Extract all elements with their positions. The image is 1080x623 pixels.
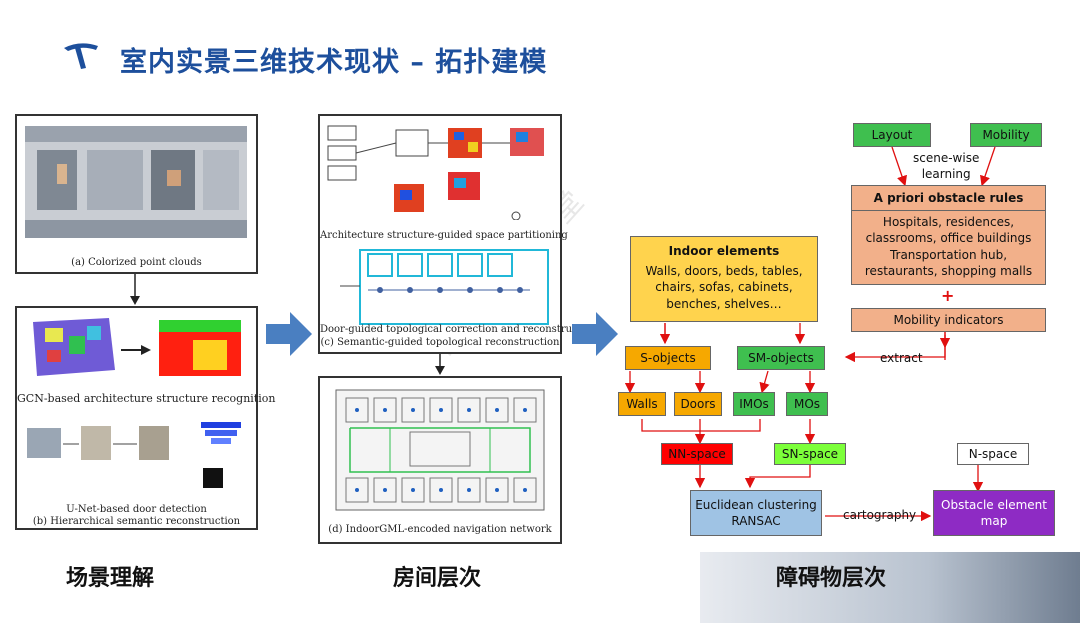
scene-wise-label: scene-wise learning <box>913 151 980 182</box>
apriori-rules-box: A priori obstacle rules Hospitals, resid… <box>851 185 1046 285</box>
s-objects-box: S-objects <box>625 346 711 370</box>
layout-box: Layout <box>853 123 931 147</box>
mobility-indicators-box: Mobility indicators <box>851 308 1046 332</box>
walls-box: Walls <box>618 392 666 416</box>
figure-caption-b: (b) Hierarchical semantic reconstruction <box>32 516 241 527</box>
cartography-label: cartography <box>843 508 917 522</box>
apriori-rules-title: A priori obstacle rules <box>852 186 1045 212</box>
n-space-box: N-space <box>957 443 1029 465</box>
doors-box: Doors <box>674 392 722 416</box>
topological-reconstruction-figure: Architecture structure-guided space part… <box>318 114 598 354</box>
unet-caption: U-Net-based door detection <box>66 504 207 515</box>
door-guided-caption: Door-guided topological correction and r… <box>320 324 598 335</box>
arrow-down-icon <box>435 354 445 375</box>
scene-understanding-caption: 场景理解 <box>66 566 155 591</box>
figure-caption-a: (a) Colorized point clouds <box>71 257 202 268</box>
door-guided-image <box>340 249 549 325</box>
extract-label: extract <box>880 351 923 365</box>
hierarchical-reconstruction-figure: GCN-based architecture structure recogni… <box>15 306 276 530</box>
nn-space-box: NN-space <box>661 443 733 465</box>
room-level-caption: 房间层次 <box>393 566 482 591</box>
figure-caption-c: (c) Semantic-guided topological reconstr… <box>320 337 560 348</box>
flow-arrow-icon <box>266 312 312 356</box>
diagram-connectors <box>624 146 996 522</box>
indoor-elements-box: Indoor elements Walls, doors, beds, tabl… <box>630 236 818 322</box>
flow-arrow-icon <box>572 312 618 356</box>
background-photo <box>700 552 1080 623</box>
euclidean-clustering-box: Euclidean clustering RANSAC <box>690 490 822 536</box>
page-title: 室内实景三维技术现状 – 拓扑建模 <box>120 47 548 78</box>
figure-caption-d: (d) IndoorGML-encoded navigation network <box>328 524 552 535</box>
point-cloud-figure: (a) Colorized point clouds <box>15 114 258 274</box>
obstacle-level-caption: 障碍物层次 <box>776 566 887 591</box>
unet-image <box>27 422 241 488</box>
mos-box: MOs <box>786 392 828 416</box>
sm-objects-box: SM-objects <box>737 346 825 370</box>
point-cloud-image <box>25 126 247 238</box>
navigation-network-image <box>335 389 545 511</box>
logo-icon <box>64 43 98 69</box>
obstacle-element-map-box: Obstacle element map <box>933 490 1055 536</box>
sn-space-box: SN-space <box>774 443 846 465</box>
imos-box: IMOs <box>733 392 775 416</box>
indoor-elements-body: Walls, doors, beds, tables, chairs, sofa… <box>645 264 803 311</box>
arrow-down-icon <box>130 274 140 305</box>
indoor-elements-title: Indoor elements <box>668 244 780 258</box>
partitioning-caption: Architecture structure-guided space part… <box>320 230 568 241</box>
apriori-rules-body: Hospitals, residences, classrooms, offic… <box>864 215 1033 278</box>
space-partitioning-image <box>327 125 544 220</box>
plus-sign: + <box>941 286 955 305</box>
gcn-caption: GCN-based architecture structure recogni… <box>17 392 276 405</box>
gcn-image <box>33 318 241 376</box>
mobility-box: Mobility <box>970 123 1042 147</box>
navigation-network-figure: (d) IndoorGML-encoded navigation network <box>318 376 562 544</box>
